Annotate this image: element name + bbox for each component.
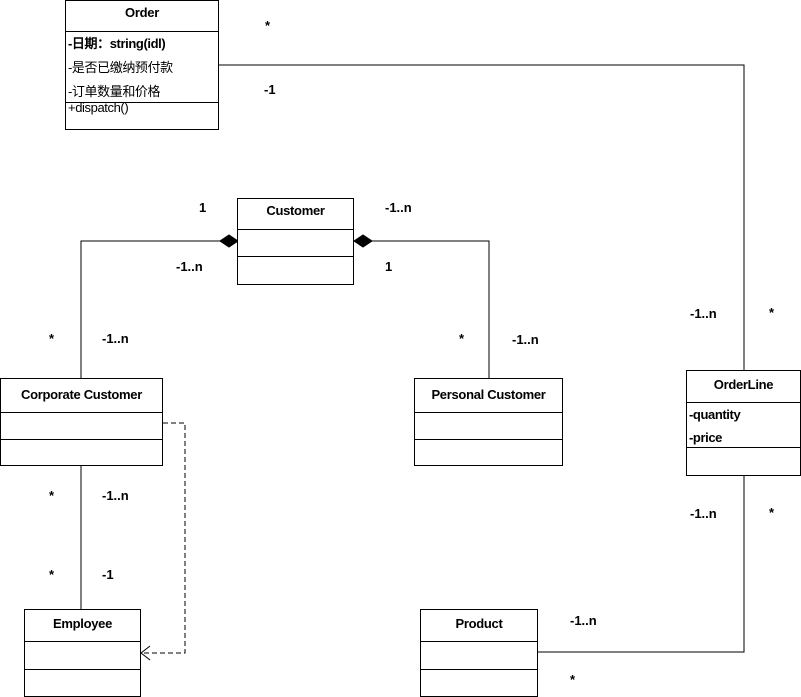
customer-attributes: [238, 230, 353, 257]
orderline-operations: [687, 448, 800, 475]
order-orderline-association: [218, 64, 745, 370]
order-class[interactable]: Order -日期：string(idl) -是否已缴纳预付款 -订单数量和价格…: [65, 0, 219, 130]
multiplicity-orderline-bottom-range: -1..n: [690, 506, 717, 521]
multiplicity-orderline-bottom-star: *: [769, 505, 775, 520]
corporate-customer-operations: [1, 440, 162, 465]
dependency-arrowhead: [140, 645, 151, 661]
personal-customer-class[interactable]: Personal Customer: [414, 378, 563, 466]
order-attr-date: -日期：string(idl): [68, 36, 166, 51]
orderline-product-association: [538, 475, 745, 653]
multiplicity-corporate-bottom-star: *: [49, 488, 55, 503]
multiplicity-corporate-bottom-range: -1..n: [102, 488, 129, 503]
order-attr-quantity-price: -订单数量和价格: [68, 84, 161, 99]
multiplicity-personal-top-range: -1..n: [512, 332, 539, 347]
orderline-class-name: OrderLine: [687, 371, 800, 403]
order-attr-prepaid: -是否已缴纳预付款: [68, 60, 173, 75]
employee-class-name: Employee: [25, 610, 140, 642]
multiplicity-employee-top-one: -1: [102, 567, 114, 582]
orderline-attributes: -quantity -price: [687, 403, 800, 448]
composition-diamond-right: [353, 234, 373, 248]
personal-customer-class-name: Personal Customer: [415, 379, 562, 413]
employee-attributes: [25, 642, 140, 670]
customer-corporate-composition: [80, 240, 221, 378]
orderline-class[interactable]: OrderLine -quantity -price: [686, 370, 801, 476]
corporate-employee-dependency: [141, 422, 186, 654]
employee-operations: [25, 670, 140, 696]
corporate-customer-class[interactable]: Corporate Customer: [0, 378, 163, 466]
orderline-attr-price: -price: [689, 430, 723, 445]
multiplicity-orderline-top-range: -1..n: [690, 306, 717, 321]
order-op-dispatch: +dispatch(): [68, 103, 129, 115]
product-class[interactable]: Product: [420, 609, 538, 697]
multiplicity-order-star: *: [265, 18, 271, 33]
product-class-name: Product: [421, 610, 537, 642]
multiplicity-corporate-top-star: *: [49, 331, 55, 346]
multiplicity-customer-left-bottom: -1..n: [176, 259, 203, 274]
composition-diamond-left: [219, 234, 239, 248]
multiplicity-employee-top-star: *: [49, 567, 55, 582]
corporate-customer-attributes: [1, 413, 162, 440]
personal-customer-attributes: [415, 413, 562, 440]
customer-class-name: Customer: [238, 199, 353, 230]
order-attributes: -日期：string(idl) -是否已缴纳预付款 -订单数量和价格: [66, 32, 218, 103]
corporate-customer-class-name: Corporate Customer: [1, 379, 162, 413]
multiplicity-orderline-top-star: *: [769, 305, 775, 320]
orderline-attr-quantity: -quantity: [689, 407, 741, 422]
employee-class[interactable]: Employee: [24, 609, 141, 697]
order-operations: +dispatch(): [66, 103, 218, 129]
multiplicity-customer-right-top: -1..n: [385, 200, 412, 215]
multiplicity-product-right-range: -1..n: [570, 613, 597, 628]
customer-operations: [238, 257, 353, 284]
product-attributes: [421, 642, 537, 670]
multiplicity-personal-top-star: *: [459, 331, 465, 346]
multiplicity-customer-left-top: 1: [199, 200, 207, 215]
personal-customer-operations: [415, 440, 562, 465]
customer-class[interactable]: Customer: [237, 198, 354, 285]
multiplicity-product-bottom-star: *: [570, 672, 576, 687]
customer-personal-composition: [371, 240, 490, 378]
multiplicity-corporate-top-range: -1..n: [102, 331, 129, 346]
order-class-name: Order: [66, 1, 218, 32]
product-operations: [421, 670, 537, 696]
multiplicity-customer-right-bottom: 1: [385, 259, 393, 274]
multiplicity-order-one: -1: [264, 82, 276, 97]
